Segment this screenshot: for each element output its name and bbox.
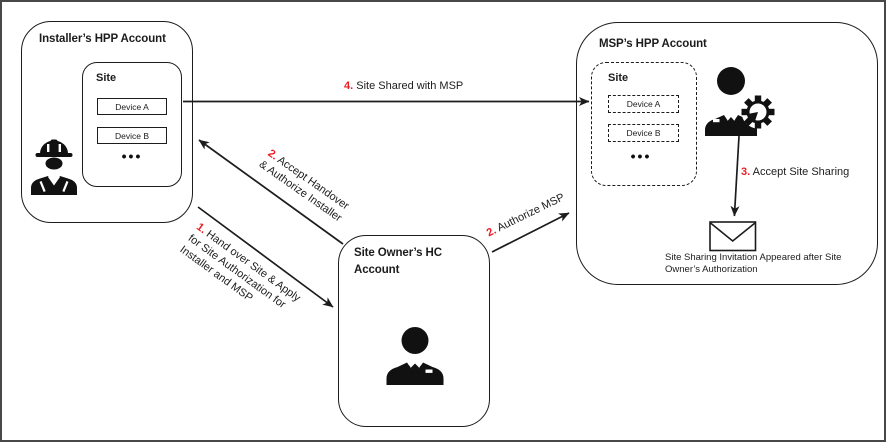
envelope-icon [709, 221, 757, 257]
installer-account-title: Installer’s HPP Account [39, 33, 166, 45]
installer-device-b: Device B [97, 127, 167, 144]
step4-label: 4. Site Shared with MSP [344, 80, 463, 94]
msp-more-devices-ellipsis: ••• [630, 148, 652, 164]
step1-text-line2: for Site Authorization for [185, 232, 288, 312]
installer-more-devices-ellipsis: ••• [121, 148, 143, 164]
installer-site-box [82, 62, 182, 187]
step3-text: Accept Site Sharing [752, 166, 850, 178]
owner-account-title-line1: Site Owner’s HC [354, 247, 442, 259]
msp-site-title: Site [608, 72, 629, 84]
invitation-caption-line2: Owner’s Authorization [665, 263, 758, 275]
step1-label: 1. Hand over Site & Apply for Site Autho… [177, 220, 303, 328]
step2-installer-label: 2. Accept Handover & Authorize Installer [256, 147, 352, 225]
owner-account-title-line2: Account [354, 264, 400, 276]
installer-device-a: Device A [97, 98, 167, 115]
construction-worker-icon [29, 138, 79, 200]
business-person-icon [385, 325, 445, 390]
step3-label: 3. Accept Site Sharing [741, 166, 849, 180]
person-with-gear-icon [702, 60, 780, 141]
owner-account-title: Site Owner’s HC Account [354, 245, 442, 279]
step4-text: Site Shared with MSP [356, 80, 464, 92]
installer-site-title: Site [96, 72, 117, 84]
msp-account-title: MSP’s HPP Account [599, 38, 707, 50]
invitation-caption-line1: Site Sharing Invitation Appeared after S… [665, 252, 842, 263]
msp-device-a: Device A [608, 95, 679, 113]
step2-msp-label: 2. Authorize MSP [485, 191, 567, 240]
step3-number: 3. [741, 166, 751, 178]
step2-msp-text: Authorize MSP [495, 191, 567, 235]
msp-device-b: Device B [608, 124, 679, 142]
step4-number: 4. [344, 80, 354, 92]
invitation-caption: Site Sharing Invitation Appeared after S… [665, 252, 841, 275]
